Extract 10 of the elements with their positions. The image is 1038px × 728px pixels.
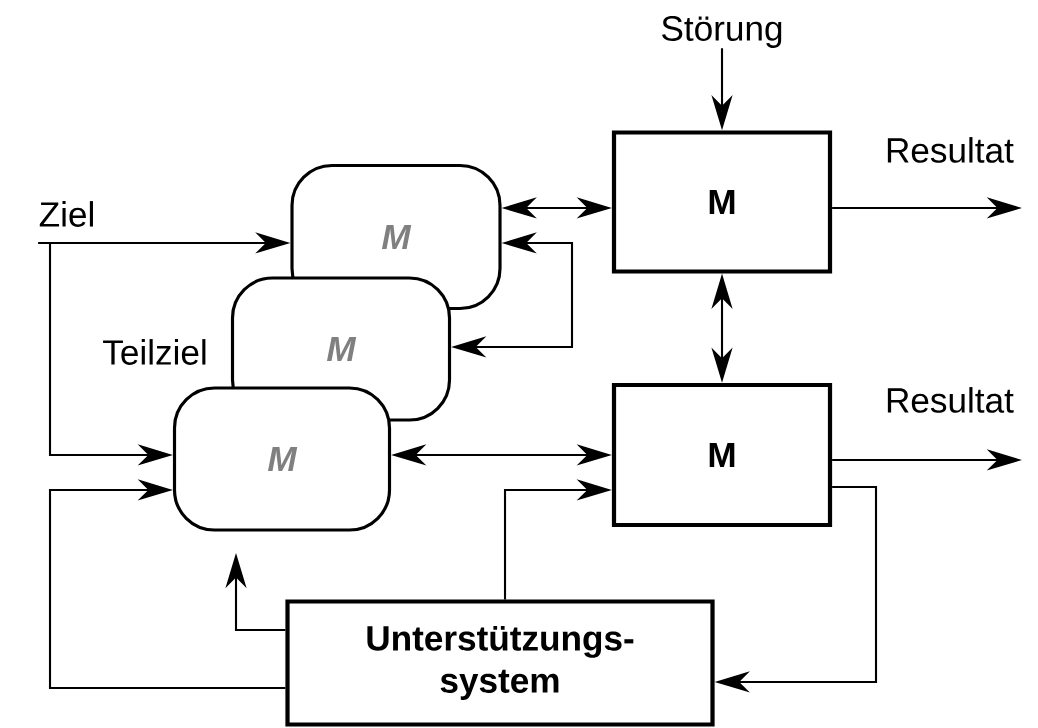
- signal-label: Teilziel: [103, 339, 206, 365]
- edge-label: Resultat: [883, 135, 1016, 165]
- system-box: M: [611, 130, 833, 274]
- system-box: Unterstützungs- system: [285, 599, 715, 727]
- model-card: M: [172, 386, 392, 532]
- edge-label: Resultat: [883, 385, 1016, 415]
- arrow: [48, 479, 286, 690]
- system-box: M: [611, 382, 833, 528]
- signal-label: Störung: [662, 16, 782, 48]
- signal-label: Ziel: [39, 201, 93, 227]
